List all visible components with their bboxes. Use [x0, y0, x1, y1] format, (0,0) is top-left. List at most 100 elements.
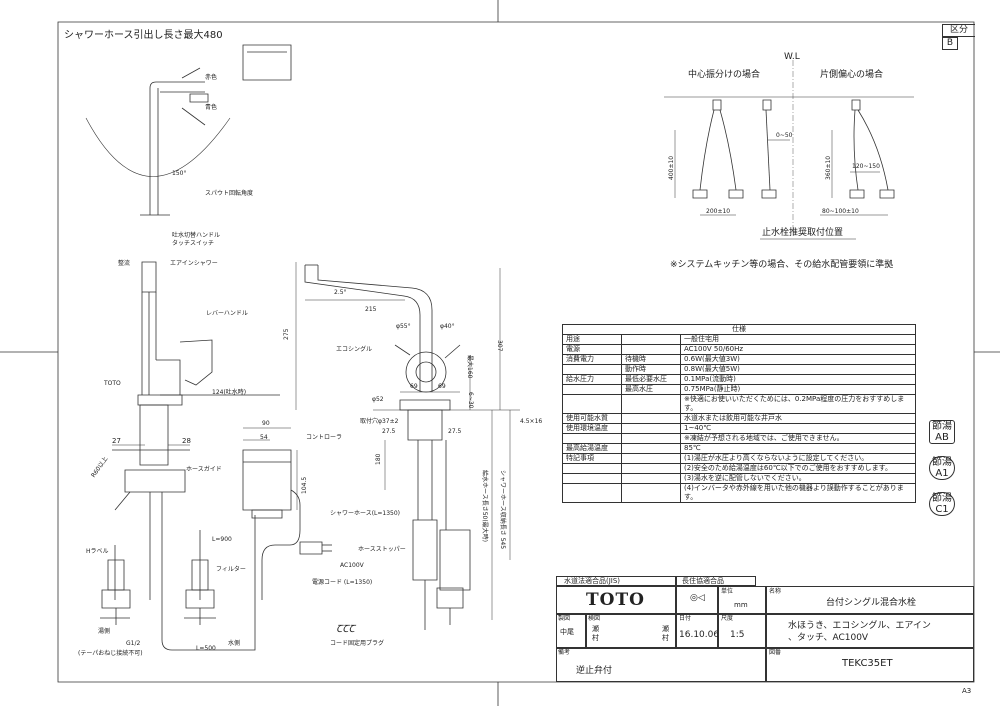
dim-215: 215: [365, 306, 377, 313]
remarks-label: 備考: [558, 649, 571, 656]
spec-sub: 最低必要水圧: [621, 374, 681, 385]
spec-label: [562, 384, 622, 395]
stop-valve-note: 止水栓推奨取付位置: [762, 228, 844, 238]
system-kitchen-note: ※システムキッチン等の場合、その給水配管要領に準拠: [670, 260, 894, 270]
jis-label: 水道法適合品(JIS): [564, 577, 621, 585]
checker-value2: 瀬村: [662, 625, 669, 642]
spec-value: AC100V 50/60Hz: [680, 344, 916, 355]
spec-row: 使用可能水質 水道水または飲用可能な井戸水: [562, 413, 916, 424]
spec-sub: [621, 453, 681, 464]
dim-200: 200±10: [706, 208, 731, 215]
date-value: 16.10.06: [679, 630, 720, 640]
spout-rotation-label: スパウト回転角度: [205, 190, 254, 197]
projection-icon: ◎◁: [690, 593, 705, 603]
center-title: 中心振分けの場合: [688, 70, 761, 80]
spec-label: [562, 463, 622, 474]
phi52-label: φ52: [372, 396, 384, 403]
dim-27-5a: 27.5: [382, 428, 396, 435]
spec-row: (4)インバータや赤外線を用いた他の機器より誤動作することがあります。: [562, 483, 916, 503]
spout-switch-line2: タッチスイッチ: [172, 240, 215, 247]
category-value: B: [942, 37, 958, 50]
spout-switch-line1: 吐水切替ハンドル: [172, 232, 221, 239]
paper-size: A3: [962, 687, 972, 695]
l900-label: L=900: [212, 536, 232, 543]
spec-label: 使用可能水質: [562, 413, 622, 424]
right-view-drawing: [664, 60, 914, 239]
spec-value: 85℃: [680, 443, 916, 454]
spec-sub: [621, 413, 681, 424]
spec-sub: [621, 483, 681, 503]
spec-value: 水道水または飲用可能な井戸水: [680, 413, 916, 424]
category-label: 区分: [942, 24, 975, 37]
spec-row: ※凍結が予想される地域では、ご使用できません。: [562, 433, 916, 444]
h-label: Hラベル: [86, 548, 109, 555]
straight-flow-label: 整流: [118, 260, 131, 267]
drafter-value: 中尾: [560, 628, 574, 636]
blue-label: 青色: [205, 104, 218, 111]
dim-69a: 69: [410, 383, 418, 390]
hose-guide-label: ホースガイド: [186, 466, 222, 473]
spec-label: [562, 394, 622, 414]
dim-90: 90: [262, 420, 270, 427]
dim-120-150: 120~150: [852, 163, 880, 170]
eco-single-label: エコシングル: [336, 346, 373, 353]
scale-label: 尺度: [721, 615, 734, 622]
phi40-label: φ40°: [440, 323, 455, 330]
spec-sub: [621, 423, 681, 434]
spec-row: ※快適にお使いいただくためには、0.2MPa程度の圧力をおすすめします。: [562, 394, 916, 414]
title-block: 水道法適合品(JIS) 長住協適合品 TOTO ◎◁ 単位 mm 名称 台付シン…: [556, 576, 974, 682]
ac100v-label: AC100V: [340, 562, 364, 569]
badge-line1: 節湯: [932, 493, 952, 504]
badge-line1: 節湯: [932, 457, 952, 468]
dim-80-100: 80~100±10: [822, 208, 859, 215]
brand-logo: TOTO: [586, 590, 645, 610]
spec-label: [562, 364, 622, 375]
lever-handle-label: レバーハンドル: [206, 310, 248, 317]
spec-value: 0.75MPa(静止時): [680, 384, 916, 395]
phi55-label: φ55°: [396, 323, 411, 330]
vertical-note2: シャワーホース収納長さ 545: [499, 470, 506, 550]
badge-line2: AB: [935, 432, 949, 443]
spec-sub: [621, 344, 681, 355]
spec-sub: [621, 443, 681, 454]
spec-value: 0.8W(最大値5W): [680, 364, 916, 375]
spec-value: (4)インバータや赤外線を用いた他の機器より誤動作することがあります。: [680, 483, 916, 503]
l500-label: L=500: [196, 645, 216, 652]
dim-2-5-deg: 2.5°: [334, 289, 347, 296]
dim-6-30: 6~30: [467, 392, 474, 409]
middle-view-drawing: [243, 262, 520, 630]
spec-sub: [621, 433, 681, 444]
dim-360: 360±10: [825, 155, 832, 180]
spec-label: 使用環境温度: [562, 423, 622, 434]
spec-label: 特記事項: [562, 453, 622, 464]
spout-angle: 150°: [172, 170, 187, 177]
cord-plug-note: コード固定用プラグ: [330, 640, 385, 647]
spec-label: 用途: [562, 334, 622, 345]
left-view-drawing: [86, 68, 280, 650]
dim-180: 180: [375, 453, 382, 465]
name-value: 台付シングル混合水栓: [826, 598, 917, 608]
shower-hose-label: シャワーホース(L=1350): [330, 510, 401, 517]
dim-400: 400±10: [668, 155, 675, 180]
dim-28: 28: [182, 437, 191, 445]
spec-value: 一般住宅用: [680, 334, 916, 345]
badge-line1: 節湯: [932, 421, 952, 432]
spec-sub: [621, 394, 681, 414]
spec-row: 特記事項(1)湯圧が水圧より高くならないように設定してください。: [562, 453, 916, 464]
power-cord-label: 電源コード (L=1350): [312, 579, 373, 586]
scale-value: 1:5: [730, 630, 745, 640]
desc-line2: 、タッチ、AC100V: [788, 633, 869, 643]
controller-top-view: [243, 45, 291, 80]
red-label: 赤色: [205, 74, 218, 81]
spec-label: 消費電力: [562, 354, 622, 365]
offset-title: 片側偏心の場合: [820, 70, 884, 80]
spec-label: [562, 433, 622, 444]
vertical-note1: 給水ホース長さ50(最大時): [481, 470, 488, 543]
water-label: 水側: [228, 640, 241, 647]
